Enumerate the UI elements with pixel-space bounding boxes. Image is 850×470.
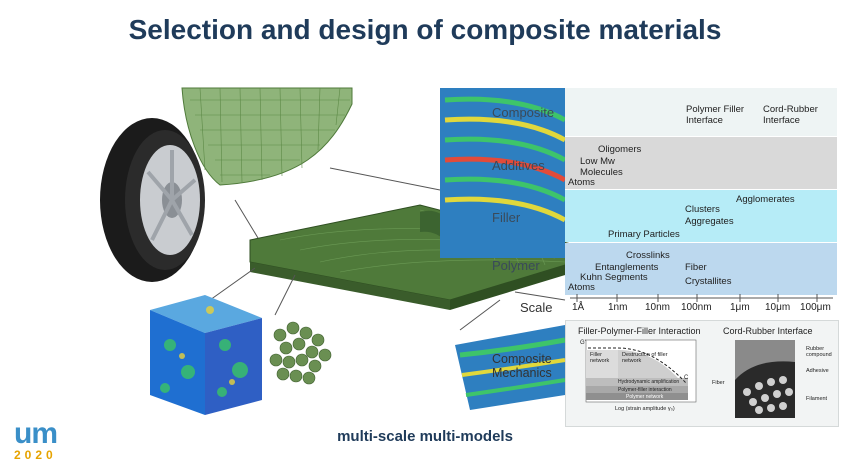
note-agglomerates: Agglomerates [736, 194, 795, 205]
micrograph-fiber-label: Fiber [712, 380, 725, 386]
band-label-additives: Additives [492, 158, 545, 173]
micrograph-adhesive-label: Adhesive [806, 368, 829, 374]
band-additives [565, 137, 837, 189]
composite-mechanics-image [455, 325, 566, 410]
filler-interaction-graph [585, 339, 697, 403]
note-oligomers: Oligomers [598, 144, 642, 155]
micrograph-filament-label: Filament [806, 396, 828, 402]
graph-hydro: Hydrodynamic amplification [618, 379, 680, 385]
cord-rubber-micrograph [735, 340, 795, 418]
scale-tick-100nm: 100nm [681, 302, 712, 313]
band-composite [565, 88, 837, 136]
scale-tick-10nm: 10nm [645, 302, 671, 313]
note-crystallites: Crystallites [685, 276, 732, 287]
note-fiber: Fiber [685, 262, 707, 273]
note-crosslinks: Crosslinks [626, 250, 670, 261]
fea-cube-image [150, 295, 262, 415]
graph-x-axis: Log (strain amplitude γ₀) [615, 406, 675, 412]
tire-section-mesh [181, 87, 353, 186]
graph-pf-interaction: Polymer-filler interaction [618, 387, 672, 393]
um2020-logo: um 2020 [14, 417, 58, 463]
graph-destruction: Destruction of filler network [622, 352, 668, 364]
logo-year: 2020 [14, 448, 57, 462]
band-polymer [565, 243, 837, 295]
note-entanglements: Entanglements [595, 262, 659, 273]
note-low-mw-molecules: Low Mw Molecules [580, 156, 623, 178]
band-filler [565, 190, 837, 242]
scale-tick-100um: 100μm [800, 302, 831, 313]
graph-polymer-network: Polymer network [626, 394, 664, 400]
scale-tick-10um: 10μm [765, 302, 791, 313]
note-clusters: Clusters [685, 204, 720, 215]
note-aggregates: Aggregates [685, 216, 734, 227]
band-label-composite: Composite [492, 105, 555, 120]
micrograph-rubber-label: Rubber compound [806, 346, 832, 358]
connector-lines [209, 167, 566, 331]
scale-tick-1a: 1Å [572, 302, 585, 313]
slide-title: Selection and design of composite materi… [128, 14, 722, 45]
filler-particles [269, 321, 332, 385]
scale-tick-1um: 1μm [730, 302, 750, 313]
inset-left-title: Filler-Polymer-Filler Interaction [578, 326, 701, 336]
scale-tick-1nm: 1nm [608, 302, 628, 313]
graph-g-label: G' [580, 340, 586, 346]
logo-letters: um [14, 417, 58, 450]
note-atoms-polymer: Atoms [568, 282, 595, 293]
note-cord-rubber-interface: Cord-Rubber Interface [763, 104, 818, 126]
note-primary-particles: Primary Particles [608, 229, 680, 240]
tire-image [100, 118, 205, 282]
composite-mechanics-label: Composite Mechanics [492, 352, 552, 380]
note-polymer-filler-interface: Polymer Filler Interface [686, 104, 745, 126]
graph-filler-network: Filler network [590, 352, 610, 364]
band-label-polymer: Polymer [492, 258, 540, 273]
band-label-filler: Filler [492, 210, 521, 225]
note-atoms-additives: Atoms [568, 177, 595, 188]
scale-axis [570, 294, 833, 302]
graph-c-label: C [684, 375, 689, 381]
scale-label: Scale [520, 300, 553, 315]
note-kuhn-segments: Kuhn Segments [580, 272, 648, 283]
inset-right-title: Cord-Rubber Interface [723, 326, 813, 336]
slide-caption: multi-scale multi-models [337, 428, 513, 445]
stress-field-image [440, 88, 567, 258]
